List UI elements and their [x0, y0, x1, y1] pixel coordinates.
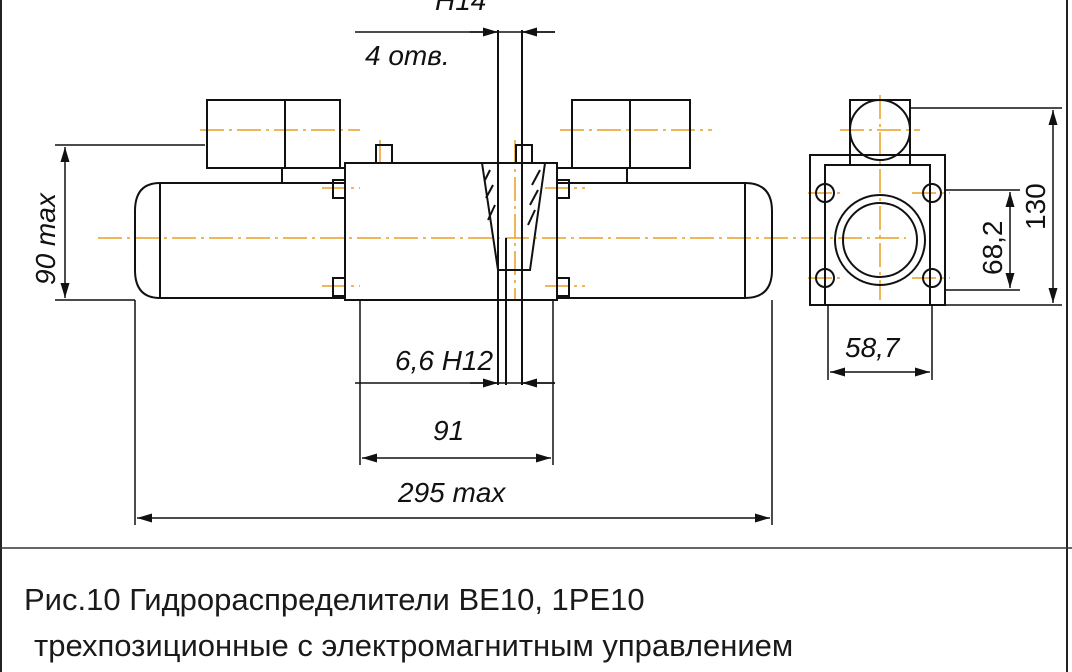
side-width-label: 58,7 — [845, 332, 901, 363]
side-hole-spacing-label: 68,2 — [977, 221, 1008, 276]
top-hole-label: Н14 — [435, 0, 486, 16]
side-height-label: 130 — [1020, 183, 1051, 230]
total-length-label: 295 max — [397, 477, 506, 508]
valve-front-view — [134, 30, 773, 385]
valve-side-view — [809, 99, 946, 306]
center-width-label: 91 — [433, 415, 464, 446]
caption-line-2: трехпозиционные с электромагнитным управ… — [34, 628, 794, 663]
dimension-lines — [0, 27, 1072, 549]
height-max-label: 90 max — [30, 192, 61, 285]
holes-count-label: 4 отв. — [365, 40, 450, 71]
bottom-hole-label: 6,6 H12 — [395, 345, 493, 376]
caption-line-1: Рис.10 Гидрораспределители ВЕ10, 1РЕ10 — [24, 582, 645, 617]
